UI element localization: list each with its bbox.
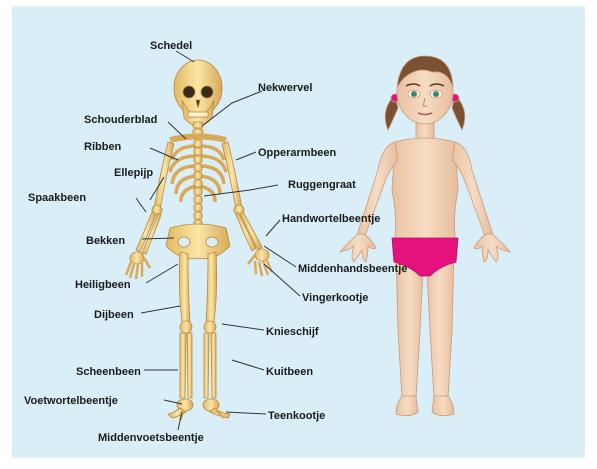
label-heiligbeen: Heiligbeen	[75, 279, 131, 291]
label-nekwervel: Nekwervel	[258, 82, 312, 94]
label-dijbeen: Dijbeen	[94, 309, 134, 321]
label-bekken: Bekken	[86, 235, 125, 247]
spine	[194, 140, 202, 227]
label-voetwortelbeentje: Voetwortelbeentje	[24, 395, 118, 407]
label-teenkootje: Teenkootje	[268, 410, 325, 422]
right-foot	[203, 399, 230, 418]
label-ribben: Ribben	[84, 141, 122, 153]
right-hand	[248, 249, 272, 276]
label-middenhandsbeentje: Middenhandsbeentje	[298, 263, 407, 275]
label-middenvoetsbeentje: Middenvoetsbeentje	[98, 432, 204, 444]
label-schouderblad: Schouderblad	[84, 114, 157, 126]
label-kuitbeen: Kuitbeen	[266, 366, 313, 378]
label-ellepijp: Ellepijp	[114, 167, 153, 179]
label-scheenbeen: Scheenbeen	[76, 366, 141, 378]
girl-figure	[340, 56, 510, 416]
label-vingerkootje: Vingerkootje	[302, 292, 368, 304]
label-handwortelbeentje: Handwortelbeentje	[282, 213, 380, 225]
pelvis	[166, 224, 230, 259]
label-knieschijf: Knieschijf	[266, 326, 319, 338]
left-hand	[126, 252, 150, 279]
label-ruggengraat: Ruggengraat	[288, 179, 356, 191]
label-opperarmbeen: Opperarmbeen	[258, 147, 337, 159]
label-schedel: Schedel	[150, 40, 192, 52]
label-spaakbeen: Spaakbeen	[28, 192, 86, 204]
